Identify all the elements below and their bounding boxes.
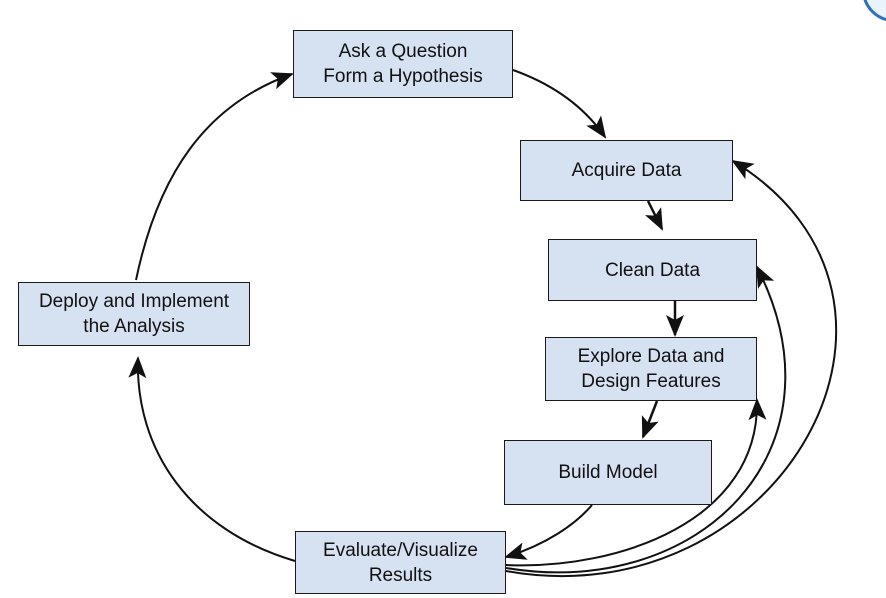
node-deploy-analysis: Deploy and Implement the Analysis <box>18 282 250 346</box>
node-ask-question: Ask a Question Form a Hypothesis <box>293 30 513 98</box>
node-clean-data-label: Clean Data <box>604 259 701 281</box>
node-ask-question-line1: Ask a Question <box>338 41 468 62</box>
node-acquire-data-label: Acquire Data <box>571 160 682 181</box>
node-ask-question-line2: Form a Hypothesis <box>323 66 483 87</box>
node-explore-data-line2: Design Features <box>581 371 721 392</box>
arrow-ask-to-acquire <box>512 69 607 139</box>
node-clean-data: Clean Data <box>548 239 757 301</box>
arrow-explore-to-build <box>641 400 659 439</box>
arrow-acquire-to-clean <box>645 200 664 231</box>
node-acquire-data: Acquire Data <box>520 140 733 201</box>
node-deploy-analysis-line2: the Analysis <box>83 316 185 337</box>
arrow-deploy-to-ask <box>135 72 294 281</box>
node-explore-data-line1: Explore Data and <box>577 346 725 367</box>
feedback-arrow-to-acquire <box>505 159 838 578</box>
feedback-arrow-to-explore <box>505 398 767 567</box>
node-deploy-analysis-line1: Deploy and Implement <box>38 291 230 312</box>
node-build-model-label: Build Model <box>558 462 658 483</box>
arrow-evaluate-to-deploy <box>128 356 296 562</box>
feedback-arrow-to-clean <box>505 265 787 574</box>
arrow-build-to-evaluate <box>504 504 593 560</box>
node-evaluate-results: Evaluate/Visualize Results <box>295 531 506 594</box>
node-explore-data: Explore Data and Design Features <box>545 337 757 401</box>
node-evaluate-results-line2: Results <box>368 564 433 586</box>
node-build-model: Build Model <box>504 440 712 505</box>
node-evaluate-results-line1: Evaluate/Visualize <box>323 539 478 561</box>
